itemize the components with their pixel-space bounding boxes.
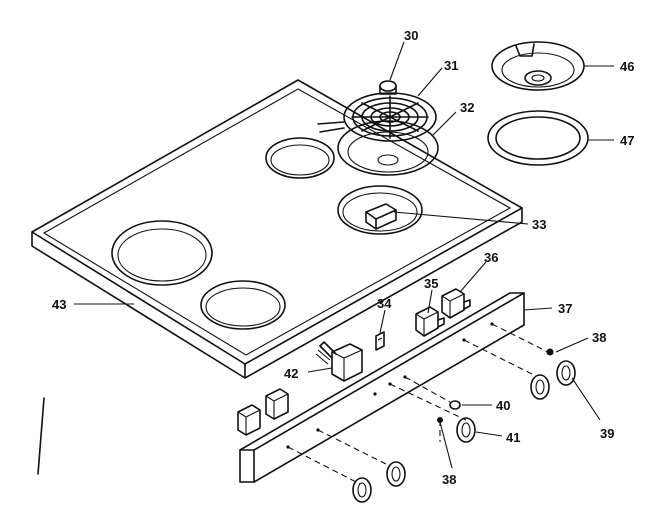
drip-pan-installed	[337, 120, 439, 176]
callout-37: 37	[558, 301, 572, 316]
callout-36: 36	[484, 250, 498, 265]
callout-31: 31	[444, 58, 458, 73]
callout-35: 35	[424, 276, 438, 291]
callout-39: 39	[600, 426, 614, 441]
callout-30: 30	[404, 28, 418, 43]
callout-46: 46	[620, 59, 634, 74]
burner-opening-front-right	[200, 280, 286, 330]
alignment-lines	[287, 323, 549, 485]
callout-labels: 30 31 32 33 34 35 36 37 38 38 39 40 41 4…	[52, 28, 634, 487]
control-knob-front-left-2	[352, 477, 372, 503]
callout-47: 47	[620, 133, 634, 148]
infinite-switch-left-b	[265, 388, 289, 420]
control-knob-39	[556, 360, 576, 386]
callout-41: 41	[506, 430, 520, 445]
drip-pan-chrome	[491, 41, 585, 91]
burner-opening-front-left	[111, 220, 213, 286]
callout-43: 43	[52, 297, 66, 312]
infinite-switch-35	[415, 306, 445, 337]
infinite-switch-left-a	[237, 404, 261, 436]
callout-42: 42	[284, 366, 298, 381]
callout-34: 34	[377, 296, 392, 311]
panel-screw-40	[449, 400, 461, 410]
surface-element-coil	[317, 92, 437, 142]
control-panel	[239, 292, 525, 483]
trim-ring	[487, 110, 589, 166]
infinite-switch-36	[441, 288, 471, 319]
leader-lines	[74, 41, 614, 469]
control-knob-front-left	[386, 461, 406, 487]
control-knob-rear-right	[530, 374, 550, 400]
burner-opening-rear-right	[337, 185, 423, 235]
margin-mark	[37, 397, 45, 475]
cooktop-main-top	[31, 79, 523, 379]
control-knob-41	[456, 417, 476, 443]
callout-33: 33	[532, 217, 546, 232]
callout-40: 40	[496, 398, 510, 413]
callout-38-lower: 38	[442, 472, 456, 487]
knob-spring-clip-38	[437, 348, 554, 423]
indicator-light	[375, 331, 385, 351]
burner-receptacle	[365, 203, 397, 230]
callout-32: 32	[460, 100, 474, 115]
burner-opening-rear-left	[265, 137, 335, 179]
switch-assembly-42	[315, 341, 363, 382]
callout-38-upper: 38	[592, 330, 606, 345]
element-terminal-block	[379, 80, 397, 95]
